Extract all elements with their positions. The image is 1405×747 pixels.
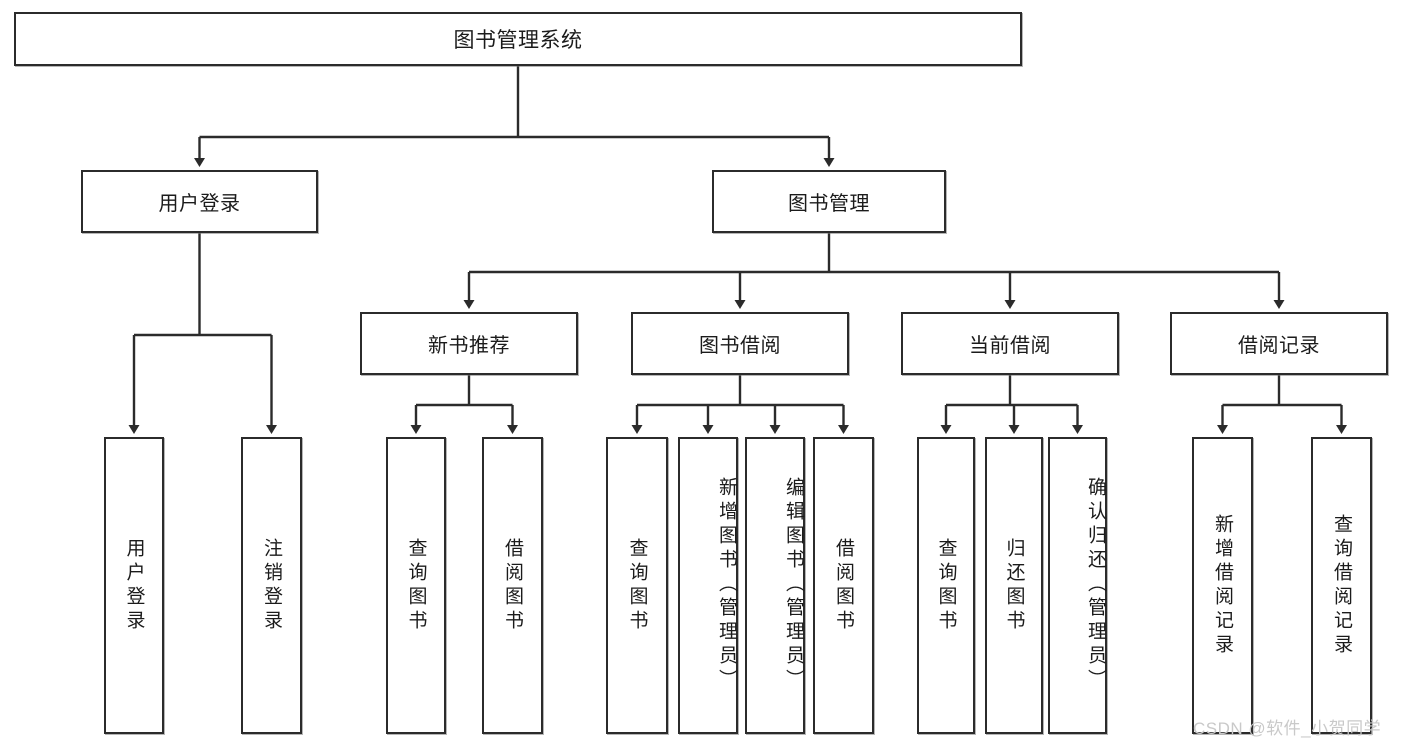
node-label: 图书管理 — [788, 193, 870, 215]
csdn-watermark: CSDN @软件_小贺同学 — [1193, 719, 1382, 738]
node-leaf-bb-add[interactable]: 新增图书（管理员） — [678, 437, 738, 734]
node-leaf-rc-query[interactable]: 查询借阅记录 — [1311, 437, 1372, 734]
node-label: 借阅图书 — [502, 537, 523, 634]
node-leaf-user-logout[interactable]: 注销登录 — [241, 437, 302, 734]
node-root[interactable]: 图书管理系统 — [14, 12, 1022, 66]
node-label: 查询图书 — [626, 537, 648, 634]
node-l3-record[interactable]: 借阅记录 — [1170, 312, 1388, 375]
node-leaf-bb-borrow[interactable]: 借阅图书 — [813, 437, 874, 734]
node-l3-current[interactable]: 当前借阅 — [901, 312, 1119, 375]
node-leaf-nb-borrow[interactable]: 借阅图书 — [482, 437, 543, 734]
node-label: 图书借阅 — [699, 335, 781, 357]
node-label: 借阅记录 — [1238, 335, 1320, 357]
node-l2-user[interactable]: 用户登录 — [81, 170, 318, 233]
node-label: 查询借阅记录 — [1331, 513, 1352, 658]
node-leaf-user-login[interactable]: 用户登录 — [104, 437, 164, 734]
node-label: 归还图书 — [1003, 537, 1025, 634]
node-l3-newbook[interactable]: 新书推荐 — [360, 312, 578, 375]
node-leaf-cb-return[interactable]: 归还图书 — [985, 437, 1043, 734]
node-leaf-cb-confirm[interactable]: 确认归还（管理员） — [1048, 437, 1107, 734]
node-label: 用户登录 — [158, 193, 241, 215]
node-leaf-cb-query[interactable]: 查询图书 — [917, 437, 975, 734]
node-label: 新书推荐 — [428, 335, 510, 357]
node-label: 编辑图书（管理员） — [783, 476, 804, 693]
node-label: 借阅图书 — [833, 537, 854, 634]
node-label: 新增借阅记录 — [1212, 513, 1233, 658]
node-label: 查询图书 — [405, 537, 427, 634]
node-label: 用户登录 — [123, 537, 145, 634]
node-l3-borrow[interactable]: 图书借阅 — [631, 312, 849, 375]
node-label: 当前借阅 — [969, 335, 1051, 357]
node-label: 确认归还（管理员） — [1085, 476, 1106, 693]
node-leaf-nb-query[interactable]: 查询图书 — [386, 437, 446, 734]
node-leaf-bb-edit[interactable]: 编辑图书（管理员） — [745, 437, 805, 734]
node-label: 新增图书（管理员） — [716, 476, 737, 693]
node-label: 查询图书 — [935, 537, 957, 634]
node-l2-book[interactable]: 图书管理 — [712, 170, 946, 233]
node-leaf-bb-query[interactable]: 查询图书 — [606, 437, 668, 734]
node-label: 注销登录 — [261, 537, 282, 634]
node-label: 图书管理系统 — [453, 29, 583, 52]
node-leaf-rc-add[interactable]: 新增借阅记录 — [1192, 437, 1253, 734]
